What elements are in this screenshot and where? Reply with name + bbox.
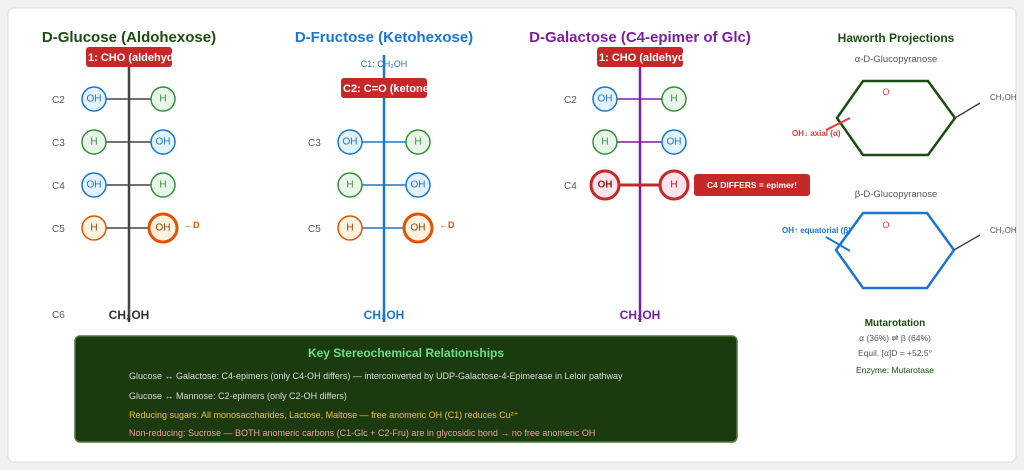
glucose-c5-right: OH	[156, 223, 171, 234]
galactose-c6-group: CH₂OH	[620, 308, 661, 322]
beta-oh-label: OH↑ equatorial (β)	[782, 226, 851, 235]
galactose-c4-label: C4	[564, 181, 577, 192]
galactose-c3-right: OH	[667, 137, 682, 148]
glucose-c1-box	[86, 47, 172, 67]
alpha-ring	[835, 79, 957, 157]
glucose-c3-label: C3	[52, 138, 65, 149]
alpha-ring-oxygen: O	[882, 87, 889, 97]
galactose-c4-right: H	[670, 180, 677, 191]
fructose-fischer: D-Fructose (Ketohexose) C1: CH₂OH C2: C=…	[295, 29, 473, 322]
key-box-title: Key Stereochemical Relationships	[308, 346, 504, 360]
fructose-c4-left: H	[346, 180, 353, 191]
alpha-ch2oh: CH₂OH	[990, 93, 1017, 102]
glucose-c2-left: OH	[87, 94, 102, 105]
glucose-d-marker: ←D	[184, 220, 200, 230]
key-line-4: Non-reducing: Sucrose — BOTH anomeric ca…	[129, 428, 595, 438]
mutarotation-enzyme: Enzyme: Mutarotase	[856, 365, 934, 375]
fructose-c2-box	[341, 78, 427, 98]
fructose-c5-right: OH	[411, 223, 426, 234]
fructose-d-marker: ←D	[439, 220, 455, 230]
glucose-c1-label: 1: CHO (aldehyde)	[88, 52, 184, 64]
beta-ring	[834, 211, 956, 290]
glucose-c4-right: H	[159, 180, 166, 191]
galactose-c1-box	[597, 47, 683, 67]
fructose-c3-right: H	[414, 137, 421, 148]
key-line-1: Glucose ↔ Galactose: C4-epimers (only C4…	[129, 371, 623, 381]
glucose-c5-left: H	[90, 223, 97, 234]
galactose-c2-left: OH	[598, 94, 613, 105]
fructose-c4-right: OH	[411, 180, 426, 191]
haworth-projections: Haworth Projections α-D-Glucopyranose O …	[782, 31, 1017, 375]
glucose-c4-label: C4	[52, 181, 65, 192]
glucose-c5-label: C5	[52, 224, 65, 235]
epimer-callout-text: C4 DIFFERS = epimer!	[707, 180, 797, 190]
mutarotation-title: Mutarotation	[865, 318, 926, 329]
key-relationships-box: Key Stereochemical Relationships Glucose…	[74, 335, 738, 443]
galactose-title: D-Galactose (C4-epimer of Glc)	[529, 29, 751, 46]
beta-ch2oh: CH₂OH	[990, 226, 1017, 235]
alpha-oh-label: OH↓ axial (α)	[792, 129, 841, 138]
glucose-fischer: D-Glucose (Aldohexose) 1: CHO (aldehyde)…	[42, 29, 216, 322]
key-line-2: Glucose ↔ Mannose: C2-epimers (only C2-O…	[129, 391, 347, 401]
epimer-callout	[694, 174, 810, 196]
glucose-c4-left: OH	[87, 180, 102, 191]
fructose-c1-label: C1: CH₂OH	[361, 59, 408, 69]
mutarotation-rotation: Equil. [α]D = +52.5°	[858, 348, 932, 358]
key-line-3: Reducing sugars: All monosaccharides, La…	[129, 410, 519, 420]
galactose-c3-left: H	[601, 137, 608, 148]
galactose-c2-right: H	[670, 94, 677, 105]
glucose-title: D-Glucose (Aldohexose)	[42, 29, 216, 46]
fructose-c3-left: OH	[343, 137, 358, 148]
mutarotation-equilibrium: α (36%) ⇌ β (64%)	[859, 333, 931, 343]
galactose-c1-label: 1: CHO (aldehyde)	[599, 52, 695, 64]
fructose-c3-label: C3	[308, 138, 321, 149]
beta-ring-oxygen: O	[882, 220, 889, 230]
fructose-c5-label: C5	[308, 224, 321, 235]
glucose-c6-label: C6	[52, 310, 65, 321]
glucose-c2-right: H	[159, 94, 166, 105]
alpha-name: α-D-Glucopyranose	[855, 54, 938, 65]
galactose-c2-label: C2	[564, 95, 577, 106]
fructose-title: D-Fructose (Ketohexose)	[295, 29, 473, 46]
glucose-c3-right: OH	[156, 137, 171, 148]
fructose-c6-group: CH₂OH	[364, 308, 405, 322]
haworth-title: Haworth Projections	[838, 31, 955, 45]
galactose-c4-left: OH	[598, 180, 613, 191]
beta-name: β-D-Glucopyranose	[855, 189, 938, 200]
glucose-c2-label: C2	[52, 95, 65, 106]
beta-oh-bond	[825, 236, 851, 252]
fructose-c5-left: H	[346, 223, 353, 234]
galactose-fischer: D-Galactose (C4-epimer of Glc) 1: CHO (a…	[529, 29, 810, 322]
fructose-c2-label: C2: C=O (ketone)	[343, 83, 433, 95]
glucose-c6-group: CH₂OH	[109, 308, 150, 322]
alpha-oh-bond	[825, 117, 851, 131]
glucose-c3-left: H	[90, 137, 97, 148]
